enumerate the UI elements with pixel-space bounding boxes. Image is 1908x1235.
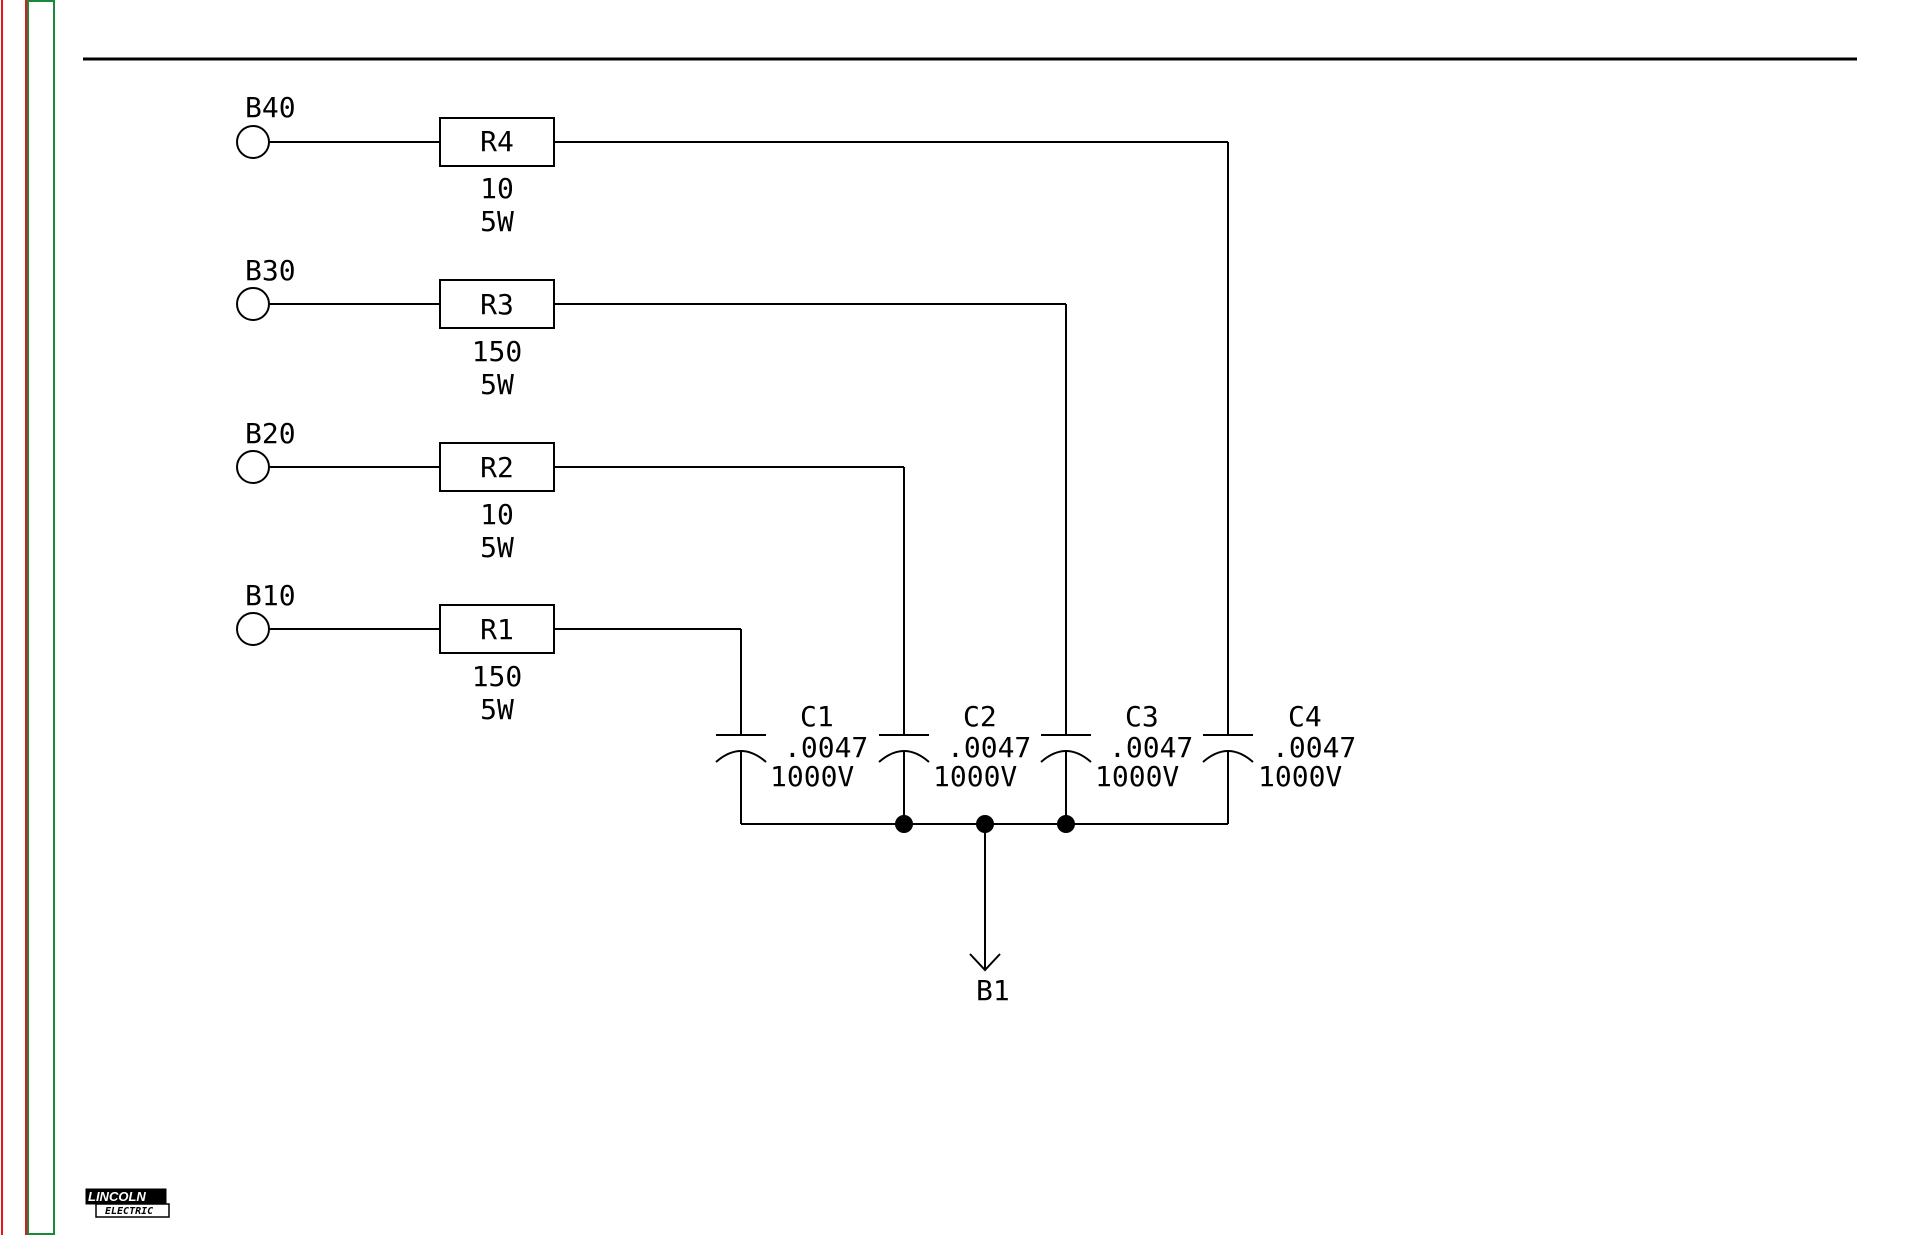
svg-text:LINCOLN: LINCOLN — [88, 1189, 146, 1204]
capacitor-c2-ref: C2 — [963, 700, 997, 733]
resistor-r3-ref: R3 — [480, 288, 514, 321]
capacitor-c4: C4 .0047 1000V — [1203, 700, 1356, 793]
resistor-r1-ref: R1 — [480, 613, 514, 646]
terminal-b30-label: B30 — [245, 254, 296, 287]
terminal-b10-icon — [237, 613, 269, 645]
resistor-r1-value: 150 — [472, 660, 523, 693]
terminal-b20-label: B20 — [245, 417, 296, 450]
resistor-r4-value: 10 — [480, 172, 514, 205]
branch-b40-r4: B40 R4 10 5W — [237, 91, 1228, 735]
capacitor-c3: C3 .0047 1000V — [1041, 700, 1193, 793]
resistor-r4-power: 5W — [480, 205, 514, 238]
resistor-r3-power: 5W — [480, 368, 514, 401]
output-b1-label: B1 — [976, 974, 1010, 1007]
terminal-b20-icon — [237, 451, 269, 483]
capacitor-c2: C2 .0047 1000V — [879, 700, 1031, 793]
junction-dot-icon — [1057, 815, 1075, 833]
resistor-r1-power: 5W — [480, 693, 514, 726]
svg-text:®: ® — [158, 1191, 163, 1200]
capacitor-c3-voltage: 1000V — [1095, 760, 1179, 793]
branch-b10-r1: B10 R1 150 5W — [237, 579, 741, 735]
lincoln-electric-logo: LINCOLN ® ELECTRIC — [86, 1189, 169, 1217]
resistor-r2-value: 10 — [480, 498, 514, 531]
terminal-b30-icon — [237, 288, 269, 320]
terminal-b40-icon — [237, 126, 269, 158]
capacitor-c1: C1 .0047 1000V — [716, 700, 868, 793]
resistor-r3-value: 150 — [472, 335, 523, 368]
capacitor-c4-voltage: 1000V — [1258, 760, 1342, 793]
capacitor-c2-voltage: 1000V — [933, 760, 1017, 793]
terminal-b10-label: B10 — [245, 579, 296, 612]
resistor-r2-ref: R2 — [480, 451, 514, 484]
resistor-r4-ref: R4 — [480, 125, 514, 158]
branch-b30-r3: B30 R3 150 5W — [237, 254, 1066, 735]
terminal-b40-label: B40 — [245, 91, 296, 124]
capacitor-c3-ref: C3 — [1125, 700, 1159, 733]
capacitor-c4-ref: C4 — [1288, 700, 1322, 733]
capacitor-c1-voltage: 1000V — [770, 760, 854, 793]
resistor-r2-power: 5W — [480, 531, 514, 564]
junction-dot-icon — [895, 815, 913, 833]
capacitor-c1-ref: C1 — [800, 700, 834, 733]
svg-text:ELECTRIC: ELECTRIC — [105, 1206, 153, 1217]
branch-b20-r2: B20 R2 10 5W — [237, 417, 904, 735]
